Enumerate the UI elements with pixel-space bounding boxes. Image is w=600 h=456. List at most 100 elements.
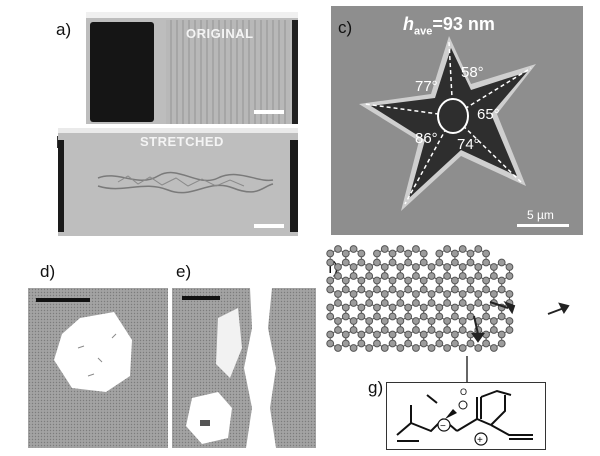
lattice-atom: [396, 245, 405, 253]
lattice-atom: [373, 312, 381, 321]
lattice-atom: [466, 276, 475, 285]
lattice-atom: [349, 245, 358, 253]
lattice-atom: [419, 258, 428, 267]
lattice-atom: [380, 299, 389, 307]
lattice-atom: [349, 263, 358, 271]
lattice-atom: [404, 303, 413, 312]
lattice-atom: [482, 312, 490, 321]
lattice-atom: [373, 339, 381, 348]
lattice-atom: [443, 344, 452, 352]
lattice-atom: [326, 312, 335, 321]
lattice-atom: [443, 272, 452, 280]
lattice-atom: [341, 339, 350, 348]
lattice-atom: [412, 299, 420, 307]
lattice-atom: [388, 258, 397, 267]
lattice-atom: [365, 326, 374, 334]
panel-e-scalebar: [182, 296, 220, 300]
lattice-atom: [349, 290, 358, 298]
lattice-atom: [357, 330, 366, 339]
lattice-atom: [380, 344, 389, 352]
lattice-atom: [326, 258, 335, 267]
lattice-atom: [451, 258, 459, 267]
lattice-atom: [341, 312, 350, 321]
lattice-atom: [474, 290, 483, 298]
lattice-atom: [474, 344, 483, 352]
lattice-atom: [380, 272, 389, 280]
lattice-atom: [427, 344, 436, 352]
lattice-atom: [505, 290, 514, 298]
lattice-atom: [482, 249, 490, 258]
lattice-atom: [334, 290, 342, 298]
lattice-atom: [427, 272, 436, 280]
lattice-atom: [388, 276, 397, 285]
lattice-atom: [497, 312, 506, 321]
lattice-atom: [349, 344, 358, 352]
lattice-atom: [404, 312, 413, 321]
lattice-atom: [451, 312, 459, 321]
panel-c-angle-3: 65°: [477, 106, 500, 123]
lattice-atom: [489, 290, 498, 298]
lattice-atom: [341, 276, 350, 285]
lattice-atom: [482, 303, 490, 312]
panel-c-drawing: [331, 6, 583, 235]
lattice-atom: [451, 303, 459, 312]
lattice-atom: [373, 276, 381, 285]
lattice-atom: [458, 344, 467, 352]
lattice-atom: [396, 299, 405, 307]
lattice-atom: [365, 290, 374, 298]
panel-c-angle-1: 77°: [415, 78, 438, 95]
panel-e-drawing: [172, 288, 316, 448]
lattice-atom: [497, 339, 506, 348]
panel-b-caption: STRETCHED: [140, 134, 224, 149]
lattice-atom: [357, 339, 366, 348]
lattice-atom: [334, 263, 342, 271]
lattice-atom: [505, 317, 514, 325]
lattice-atom: [334, 299, 342, 307]
lattice-atom: [373, 303, 381, 312]
panel-c-h-value: =93 nm: [432, 14, 495, 34]
panel-f-label: f): [328, 258, 339, 277]
lattice-atom: [443, 290, 452, 298]
lattice-atom: [326, 276, 335, 285]
lattice-atom: [396, 290, 405, 298]
lattice-atom: [412, 263, 420, 271]
panel-c-height: have=93 nm: [403, 14, 495, 38]
lattice-atom: [458, 299, 467, 307]
lattice-atom: [373, 258, 381, 267]
lattice-atom: [489, 317, 498, 325]
lattice-atom: [341, 258, 350, 267]
lattice-atom: [357, 258, 366, 267]
panel-c-h-sub: ave: [414, 25, 433, 38]
lattice-atom: [365, 299, 374, 307]
lattice-atom: [334, 344, 342, 352]
lattice-atom: [412, 344, 420, 352]
lattice-atom: [388, 330, 397, 339]
lattice-atom: [419, 330, 428, 339]
lattice-atom: [412, 326, 420, 334]
lattice-atom: [396, 326, 405, 334]
lattice-atom: [466, 249, 475, 258]
lattice-atom: [334, 272, 342, 280]
lattice-atom: [435, 312, 444, 321]
panel-d-scalebar: [36, 298, 90, 302]
lattice-atom: [419, 312, 428, 321]
lattice-atom: [466, 285, 475, 294]
lattice-atom: [419, 285, 428, 294]
lattice-atom: [497, 285, 506, 294]
panel-a-scalebar: [254, 110, 284, 114]
lattice-atom: [458, 263, 467, 271]
lattice-atom: [388, 285, 397, 294]
lattice-atom: [466, 303, 475, 312]
panel-g-oxygen: O: [460, 387, 467, 397]
lattice-atom: [341, 330, 350, 339]
lattice-atom: [412, 317, 420, 325]
lattice-atom: [443, 326, 452, 334]
panel-g-minus: −: [440, 421, 446, 432]
lattice-atom: [396, 317, 405, 325]
lattice-atom: [497, 330, 506, 339]
panel-g-connector: [466, 356, 468, 384]
panel-a-micrograph: ORIGINAL: [86, 12, 298, 124]
lattice-atom: [349, 299, 358, 307]
lattice-atom: [435, 339, 444, 348]
lattice-atom: [435, 303, 444, 312]
